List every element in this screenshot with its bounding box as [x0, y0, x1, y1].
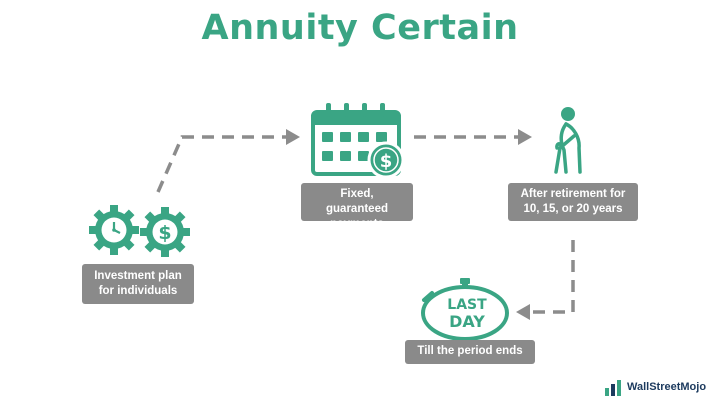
- flow-arrow-2: [414, 129, 532, 145]
- brand-logo-icon: [605, 380, 621, 396]
- calendar-dollar-symbol: $: [380, 151, 393, 172]
- step-label-retirement: After retirement for 10, 15, or 20 years: [508, 183, 638, 221]
- step-label-investment: Investment plan for individuals: [82, 264, 194, 304]
- step-label-line: 10, 15, or 20 years: [523, 203, 623, 215]
- brand-logo: WallStreetMojo: [604, 376, 706, 398]
- elderly-person-icon: [554, 107, 582, 174]
- step-label-line: After retirement for: [520, 188, 626, 200]
- step-label-line: Till the period ends: [417, 345, 523, 357]
- step-label-line: Fixed, guaranteed: [326, 188, 388, 215]
- stopwatch-text-last: LAST: [447, 297, 487, 313]
- step-label-payments: Fixed, guaranteed payments: [301, 183, 413, 230]
- step-label-line: payments: [330, 218, 384, 230]
- stopwatch-text-day: DAY: [449, 312, 485, 331]
- last-day-stopwatch-icon: LAST DAY: [421, 278, 509, 341]
- step-label-period-end: Till the period ends: [405, 340, 535, 364]
- step-label-line: Investment plan: [94, 270, 182, 282]
- page-title: Annuity Certain: [201, 8, 519, 48]
- calendar-dollar-icon: $: [311, 103, 405, 179]
- step-label-line: for individuals: [98, 285, 178, 297]
- gears-clock-dollar-icon: $: [89, 205, 190, 257]
- brand-name: WallStreetMojo: [627, 381, 707, 393]
- gear-dollar-symbol: $: [158, 222, 171, 244]
- flow-arrow-3: [516, 240, 575, 320]
- flow-arrow-1: [156, 129, 300, 193]
